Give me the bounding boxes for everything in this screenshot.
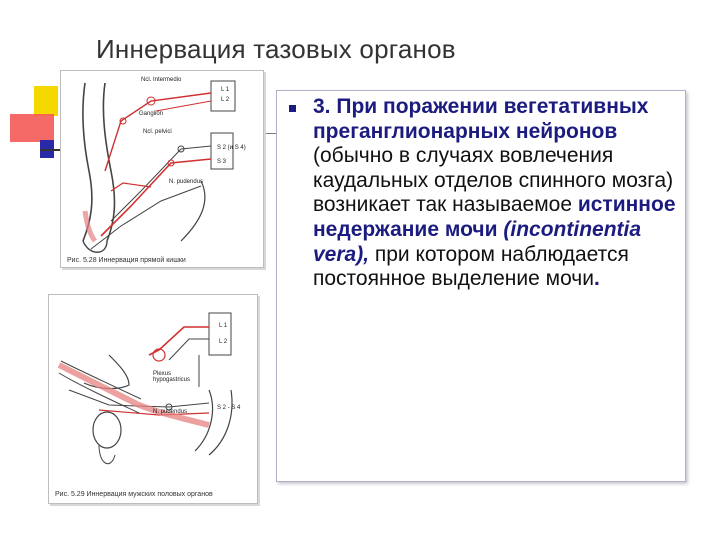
rectum-diagram [82, 80, 236, 253]
fig1-label-top2: Ganglion [139, 111, 164, 117]
genital-diagram [57, 312, 233, 465]
decor-line [40, 149, 64, 151]
slide-title: Иннервация тазовых органов [96, 34, 456, 64]
fig1-label-l1: L 1 [221, 87, 230, 93]
fig2-label-l1: L 1 [219, 323, 228, 329]
text-panel: 3. При поражении вегетативных преганглио… [276, 90, 686, 482]
fig2-caption: Рис. 5.29 Иннервация мужских половых орг… [55, 491, 213, 498]
decor-yellow-square [34, 86, 58, 116]
body-text-1: (обычно в случаях вовлечения каудальных … [313, 144, 674, 217]
fig1-label-top1: Ncl. Intermedio [141, 77, 182, 83]
body-paragraph: 3. При поражении вегетативных преганглио… [313, 95, 677, 292]
term-latin: (incontinentia vera), [313, 217, 642, 266]
fig1-label-n-pudendus: N. pudendus [169, 179, 204, 185]
fig1-label-top3: Ncl. pelvici [143, 129, 172, 135]
fig2-label-s2s4: S 2 - S 4 [217, 405, 241, 411]
figure-rectum-innervation: Ncl. Intermedio Ganglion Ncl. pelvici L … [60, 70, 264, 268]
fig1-label-s2: S 2 (и S 4) [217, 145, 246, 151]
term-ru: истинное недержание мочи [313, 193, 676, 241]
decor-red-square [10, 114, 54, 142]
final-period: . [593, 267, 600, 291]
bullet-icon [289, 105, 296, 112]
fig2-label-l2: L 2 [219, 339, 228, 345]
fig2-label-n-pudendus: N. pudendus [153, 409, 188, 415]
figure-genital-innervation: L 1 L 2 Plexus hypogastricus S 2 - S 4 N… [48, 294, 258, 504]
fig1-caption: Рис. 5.28 Иннервация прямой кишки [67, 257, 186, 264]
fig1-label-s3: S 3 [217, 159, 227, 165]
bullet-heading: 3. При поражении вегетативных преганглио… [313, 95, 649, 143]
connector-line [262, 133, 278, 134]
body-text-2: при котором наблюдается постоянное выдел… [313, 242, 629, 291]
fig1-label-l2: L 2 [221, 97, 230, 103]
fig2-label-plexus: Plexus hypogastricus [153, 371, 191, 383]
